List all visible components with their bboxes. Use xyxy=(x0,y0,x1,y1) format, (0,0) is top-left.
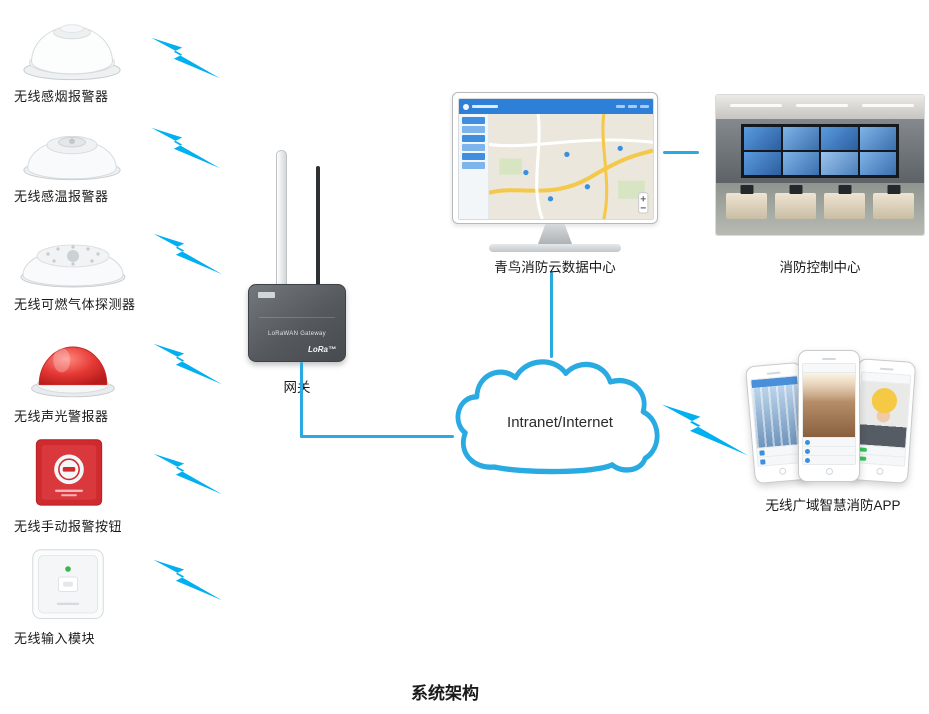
control-room-wall xyxy=(716,119,924,183)
heat-detector-icon xyxy=(23,135,121,181)
cloud-icon xyxy=(455,359,660,475)
phone-home-button xyxy=(875,467,884,476)
device-wireless-gas-detector: 无线可燃气体探测器 xyxy=(12,218,162,313)
ceiling-light xyxy=(862,104,914,107)
app-logo-icon xyxy=(463,103,469,110)
phone-home-button xyxy=(825,468,833,475)
app-title-placeholder xyxy=(472,105,498,108)
phone-speaker xyxy=(766,371,781,375)
app-header-bar xyxy=(459,99,653,114)
device-label: 无线可燃气体探测器 xyxy=(14,297,136,312)
app-menu-item xyxy=(628,105,637,108)
device-label: 无线感烟报警器 xyxy=(14,89,109,104)
lightning-bolt-icon xyxy=(661,404,748,456)
app-screenshot xyxy=(854,371,912,467)
cloud-label: Intranet/Internet xyxy=(507,414,613,431)
app-caption: 无线广域智慧消防APP xyxy=(765,498,901,513)
map-graphic xyxy=(489,114,653,219)
siren-icon xyxy=(31,346,115,398)
control-room-floor xyxy=(716,183,924,235)
app-menu-item xyxy=(640,105,649,108)
app-list-row xyxy=(803,455,855,464)
desk-monitor xyxy=(740,185,753,194)
device-wireless-smoke-alarm: 无线感烟报警器 xyxy=(12,8,162,105)
lightning-bolt-icon xyxy=(151,127,220,169)
sidebar-button xyxy=(462,117,485,124)
desk-monitor xyxy=(838,185,851,194)
lightning-bolt-icon xyxy=(151,37,220,79)
gateway-label: 网关 xyxy=(283,380,311,395)
connector-gateway-vertical xyxy=(300,362,303,438)
phone-speaker xyxy=(879,367,894,371)
connector-monitor-controlroom xyxy=(663,151,699,154)
smoke-detector-icon xyxy=(23,24,121,81)
desk-monitor xyxy=(887,185,900,194)
operator-desk xyxy=(775,185,816,219)
operator-desk xyxy=(726,185,767,219)
phone-speaker xyxy=(822,358,836,360)
monitor-stand-neck xyxy=(538,224,572,244)
device-wireless-manual-call-point: 无线手动报警按钮 xyxy=(12,436,162,535)
lightning-bolt-icon xyxy=(153,559,222,601)
phone-home-button xyxy=(778,467,787,476)
operator-desk xyxy=(824,185,865,219)
gateway-antenna-black xyxy=(316,166,320,292)
internet-cloud: Intranet/Internet xyxy=(446,350,674,484)
diagram-title: 系统架构 xyxy=(411,684,479,703)
monitor-stand-base xyxy=(489,244,621,252)
manual-call-point-icon xyxy=(35,439,103,506)
ceiling-light xyxy=(796,104,848,107)
device-wireless-input-module: 无线输入模块 xyxy=(12,546,162,647)
app-body xyxy=(459,114,653,219)
sidebar-button xyxy=(462,126,485,133)
smartphone-group xyxy=(744,350,920,492)
smartphone xyxy=(798,350,860,482)
device-label: 无线感温报警器 xyxy=(14,189,109,204)
device-wireless-heat-alarm: 无线感温报警器 xyxy=(12,112,162,205)
monitor-screen xyxy=(452,92,658,224)
building-photo xyxy=(751,384,803,448)
control-room-caption: 消防控制中心 xyxy=(779,260,861,275)
app-sidebar xyxy=(459,114,489,219)
app-list-row xyxy=(803,437,855,446)
operator-desk xyxy=(873,185,914,219)
control-room-ceiling xyxy=(716,95,924,119)
input-module-icon xyxy=(32,549,104,619)
device-label: 无线手动报警按钮 xyxy=(14,519,123,534)
monitor-app-screenshot xyxy=(458,98,654,220)
desk-monitor xyxy=(789,185,802,194)
app-header xyxy=(803,364,855,373)
app-list-row xyxy=(803,446,855,455)
app-screenshot xyxy=(802,363,856,465)
lightning-bolt-icon xyxy=(153,343,222,385)
control-room-photo xyxy=(716,95,924,235)
gateway: LoRaWAN Gateway LoRa™ 网关 xyxy=(246,150,356,400)
device-label: 无线输入模块 xyxy=(14,631,96,646)
connector-monitor-cloud xyxy=(550,272,553,358)
sidebar-button xyxy=(462,153,485,160)
worker-photo xyxy=(857,381,910,448)
gateway-logo xyxy=(258,292,275,298)
lightning-bolt-icon xyxy=(153,233,222,275)
sidebar-button xyxy=(462,144,485,151)
gateway-antenna-white xyxy=(276,150,287,292)
lightning-bolt-icon xyxy=(153,453,222,495)
ceiling-light xyxy=(730,104,782,107)
data-center-caption: 青鸟消防云数据中心 xyxy=(494,260,616,275)
gateway-lora-badge: LoRa™ xyxy=(308,345,336,354)
gateway-groove xyxy=(259,317,335,318)
device-wireless-sound-light-alarm: 无线声光警报器 xyxy=(12,324,162,425)
sidebar-button xyxy=(462,135,485,142)
device-label: 无线声光警报器 xyxy=(14,409,109,424)
room-photo xyxy=(803,373,855,437)
app-menu-item xyxy=(616,105,625,108)
gateway-box: LoRaWAN Gateway LoRa™ xyxy=(248,284,346,362)
gateway-model-text: LoRaWAN Gateway xyxy=(268,331,326,337)
connector-gateway-horizontal xyxy=(300,435,454,438)
sidebar-button xyxy=(462,162,485,169)
video-wall xyxy=(741,124,899,178)
gas-detector-icon xyxy=(20,244,126,288)
map-view xyxy=(489,114,653,219)
cloud-data-center-monitor xyxy=(452,92,658,252)
